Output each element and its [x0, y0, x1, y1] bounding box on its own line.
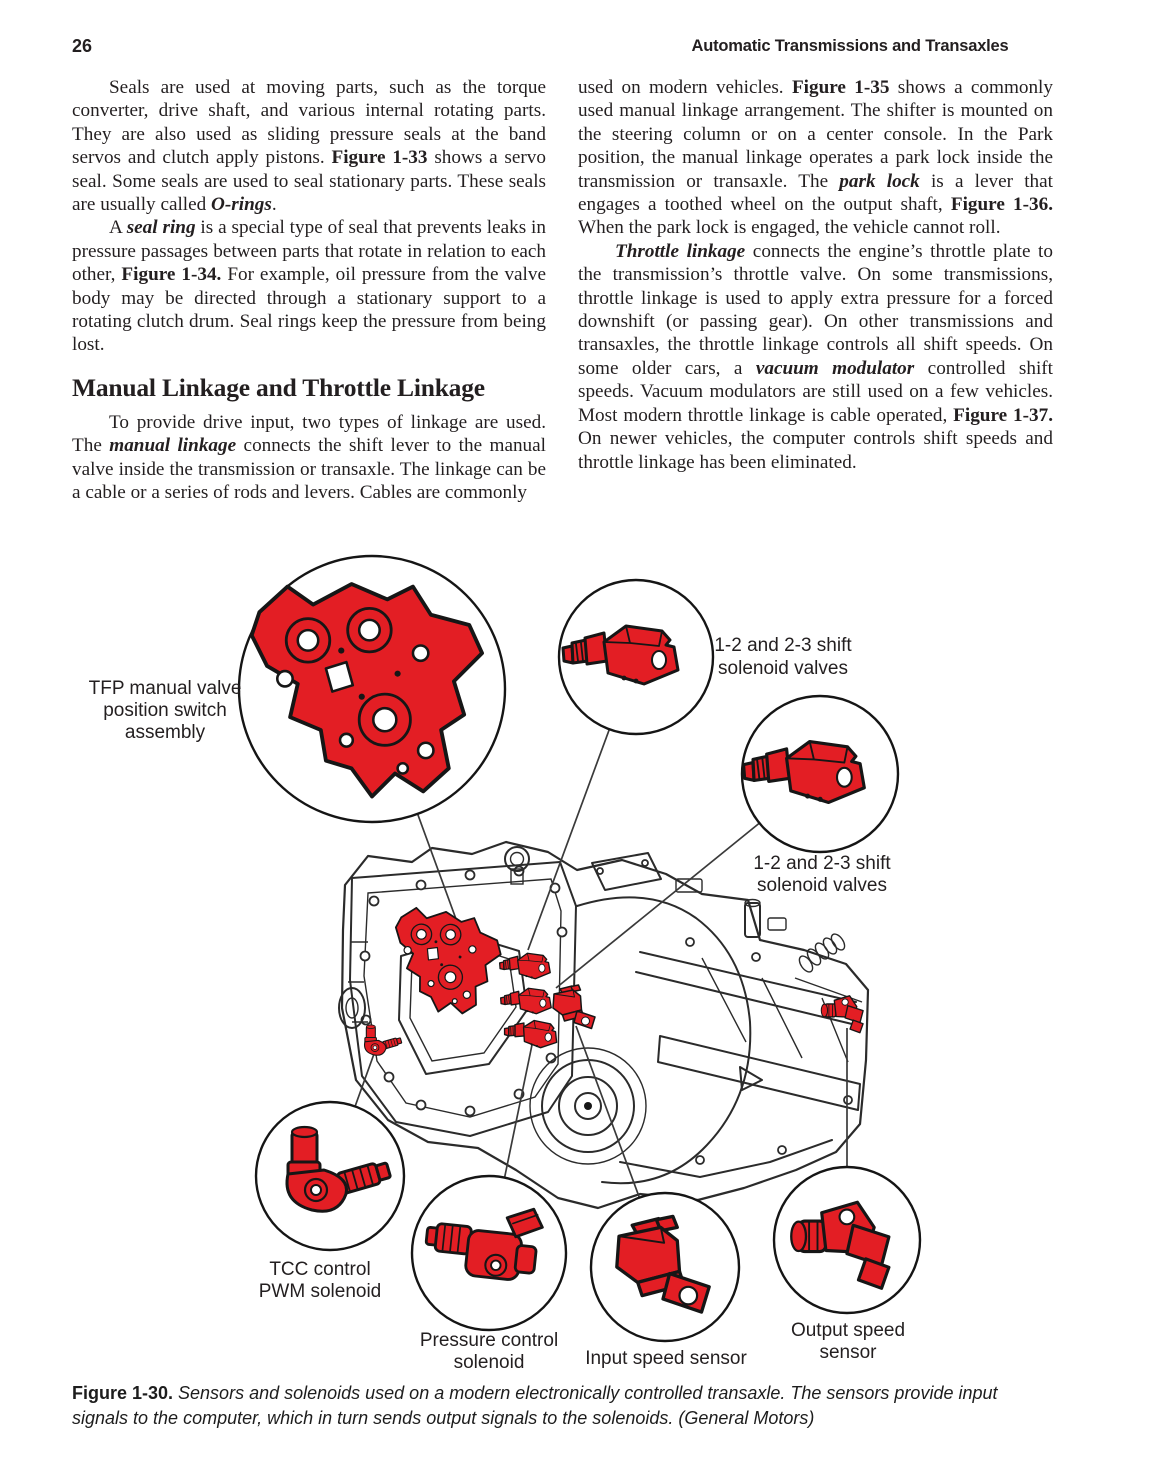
figure-labels: TFP manual valve position switch assembl… [89, 635, 905, 1373]
paragraph-manual-linkage: used on modern vehicles. Figure 1-35 sho… [578, 77, 1053, 239]
figure-label: position switch [103, 700, 227, 721]
figure-label: sensor [819, 1342, 877, 1363]
paragraph-drive-input: To provide drive input, two types of lin… [72, 411, 546, 504]
figure-diagram: TFP manual valve position switch assembl… [89, 554, 922, 1373]
callout-pressure [410, 1174, 568, 1332]
figure-caption: Figure 1-30.Sensors and solenoids used o… [72, 1381, 1056, 1431]
figure-label: 1-2 and 2-3 shift [753, 853, 891, 874]
callout-input [589, 1191, 741, 1343]
callout-tfp [237, 554, 507, 824]
page-number: 26 [72, 36, 93, 56]
callout-shift-top [557, 578, 715, 736]
figure-label: Output speed [791, 1320, 905, 1341]
callout-shift-right [740, 694, 900, 854]
figure-label: TFP manual valve [89, 678, 242, 699]
figure-label: 1-2 and 2-3 shift [714, 635, 852, 656]
paragraph-seal-ring: A seal ring is a special type of seal th… [72, 217, 546, 356]
transaxle-drawing [338, 840, 870, 1210]
figure-label: solenoid valves [718, 658, 848, 679]
paragraph-throttle-linkage: Throttle linkage connects the engine’s t… [578, 240, 1053, 473]
figure-caption-label: Figure 1-30. [72, 1383, 174, 1403]
figure-label: solenoid valves [757, 875, 887, 896]
section-heading: Manual Linkage and Throttle Linkage [72, 372, 485, 402]
figure-label: Pressure control [420, 1330, 558, 1351]
running-head: Automatic Transmissions and Transaxles [691, 37, 1009, 55]
figure-label: TCC control [269, 1259, 370, 1280]
callout-output [772, 1165, 922, 1315]
figure-label: assembly [125, 722, 206, 743]
left-column: Seals are used at moving parts, such as … [72, 76, 546, 505]
figure-label: solenoid [454, 1352, 525, 1373]
paragraph-seals: Seals are used at moving parts, such as … [72, 77, 546, 216]
right-column: used on modern vehicles. Figure 1-35 sho… [578, 76, 1053, 474]
figure-caption-text: Sensors and solenoids used on a modern e… [72, 1383, 998, 1428]
callout-tcc [254, 1100, 406, 1252]
figure-label: Input speed sensor [585, 1348, 747, 1369]
figure-label: PWM solenoid [259, 1281, 382, 1302]
